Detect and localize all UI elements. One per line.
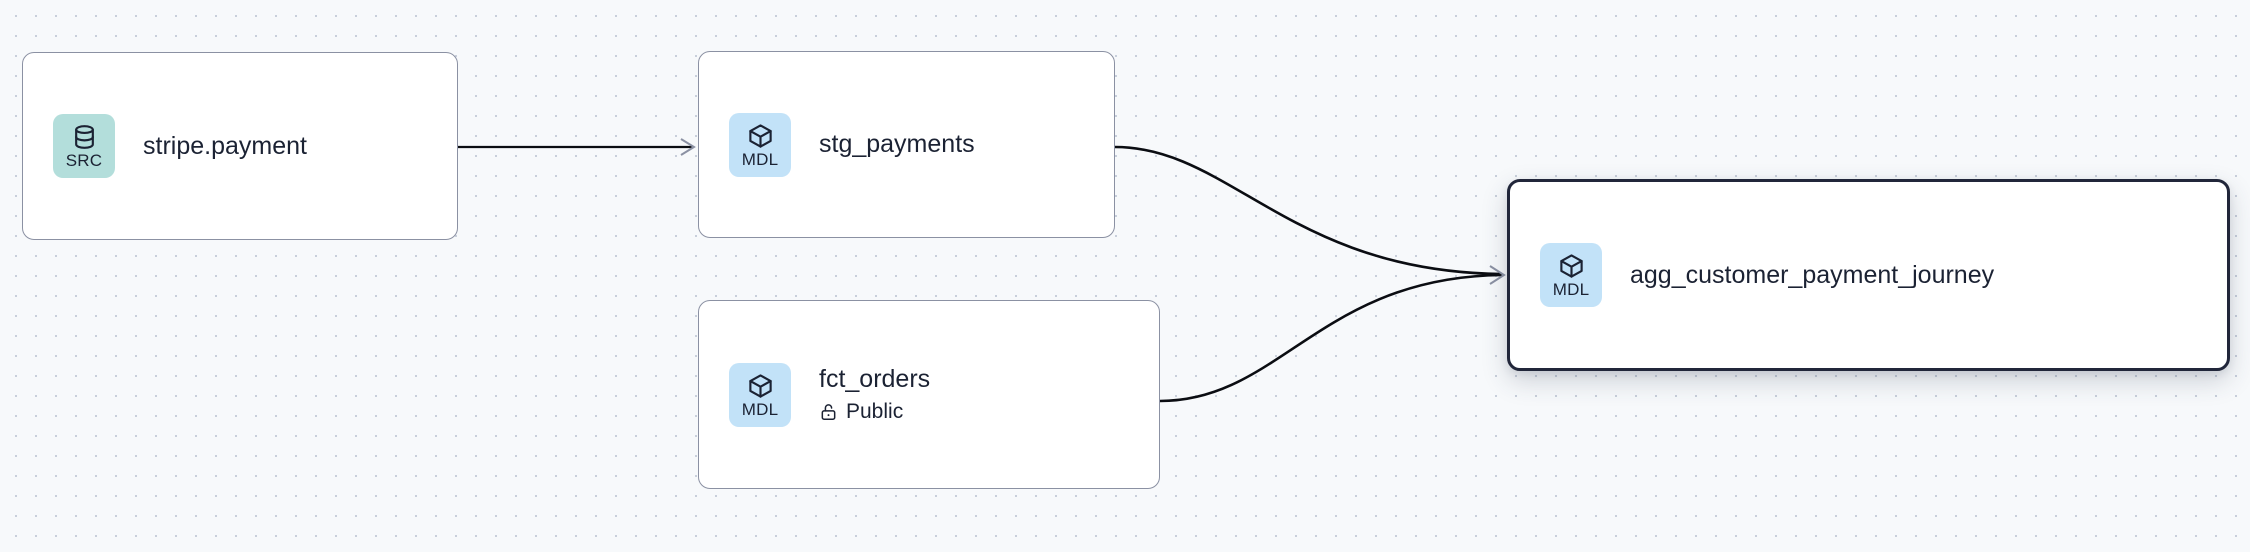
node-title: stg_payments bbox=[819, 130, 975, 158]
arrowhead-icon bbox=[680, 138, 696, 156]
node-labels: fct_orders Public bbox=[819, 365, 930, 424]
node-title: agg_customer_payment_journey bbox=[1630, 260, 1995, 289]
edge-stg-payments-to-agg-customer-payment-journey bbox=[1114, 145, 1503, 276]
lineage-node-stg-payments[interactable]: MDL stg_payments bbox=[698, 51, 1115, 238]
node-visibility: Public bbox=[819, 400, 930, 424]
cube-icon bbox=[748, 373, 772, 398]
node-badge-label: MDL bbox=[1552, 280, 1590, 299]
node-labels: stripe.payment bbox=[143, 132, 307, 161]
edge-fct-orders-to-agg-customer-payment-journey bbox=[1159, 265, 1506, 403]
node-visibility-label: Public bbox=[846, 400, 904, 423]
node-badge-mdl: MDL bbox=[1540, 243, 1602, 307]
node-badge-label: MDL bbox=[741, 149, 779, 169]
node-badge-src: SRC bbox=[53, 114, 115, 178]
node-title: fct_orders bbox=[819, 365, 931, 393]
unlock-icon bbox=[821, 404, 836, 421]
database-icon bbox=[74, 125, 94, 149]
edge-stripe-payment-to-stg-payments bbox=[458, 138, 696, 156]
node-labels: agg_customer_payment_journey bbox=[1630, 261, 1994, 290]
node-badge-mdl: MDL bbox=[729, 112, 791, 177]
lineage-node-fct-orders[interactable]: MDL fct_orders Public bbox=[698, 300, 1160, 489]
arrowhead-icon bbox=[1489, 265, 1506, 285]
node-badge-mdl: MDL bbox=[729, 362, 791, 427]
node-badge-label: SRC bbox=[65, 151, 103, 170]
node-badge-label: MDL bbox=[741, 399, 779, 419]
node-title: stripe.payment bbox=[143, 131, 307, 160]
cube-icon bbox=[1559, 254, 1583, 278]
lineage-node-stripe-payment[interactable]: SRC stripe.payment bbox=[22, 52, 458, 240]
node-labels: stg_payments bbox=[819, 130, 975, 159]
lineage-node-agg-customer-payment-journey[interactable]: MDL agg_customer_payment_journey bbox=[1507, 179, 2230, 371]
cube-icon bbox=[748, 123, 772, 148]
